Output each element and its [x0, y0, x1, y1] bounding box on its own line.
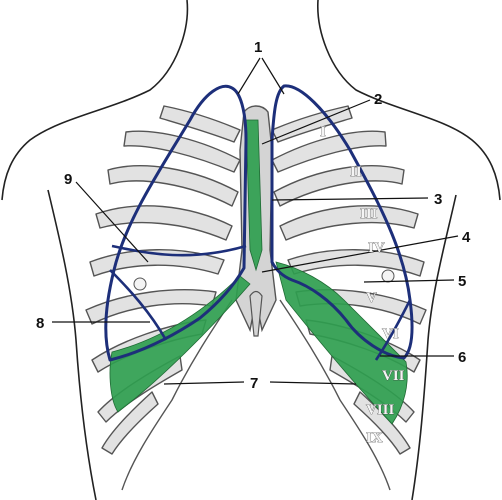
callout-1: 1 [254, 39, 262, 56]
callout-7: 7 [250, 375, 258, 392]
leader-7b [270, 382, 356, 384]
callout-6: 6 [458, 349, 466, 366]
leader-7a [164, 382, 244, 384]
rib-3-left [108, 166, 238, 206]
leader-1a [238, 58, 260, 94]
callout-2: 2 [374, 91, 382, 108]
callout-9: 9 [64, 171, 72, 188]
rib-numeral-2: II [350, 164, 362, 180]
rib-numeral-8: VIII [366, 402, 395, 418]
left-flank-contour [48, 190, 96, 500]
rib-4-right [280, 206, 418, 240]
rib-numeral-9: IX [366, 430, 383, 446]
nipple-left [382, 270, 394, 282]
rib-numeral-7: VII [382, 368, 405, 384]
leader-5 [364, 280, 454, 282]
rib-4-left [96, 206, 232, 240]
leader-4 [262, 236, 458, 272]
rib-numeral-6: VI [382, 326, 399, 342]
rib-numeral-3: III [360, 206, 378, 222]
rib-numeral-5: V [366, 290, 377, 306]
leader-1b [262, 58, 284, 94]
callout-4: 4 [462, 229, 471, 246]
callout-8: 8 [36, 315, 44, 332]
callout-5: 5 [458, 273, 466, 290]
nipple-right [134, 278, 146, 290]
xiphoid-process [250, 292, 262, 337]
callout-3: 3 [434, 191, 442, 208]
rib-numeral-4: IV [368, 240, 385, 256]
rib-numeral-1: I [320, 124, 326, 140]
